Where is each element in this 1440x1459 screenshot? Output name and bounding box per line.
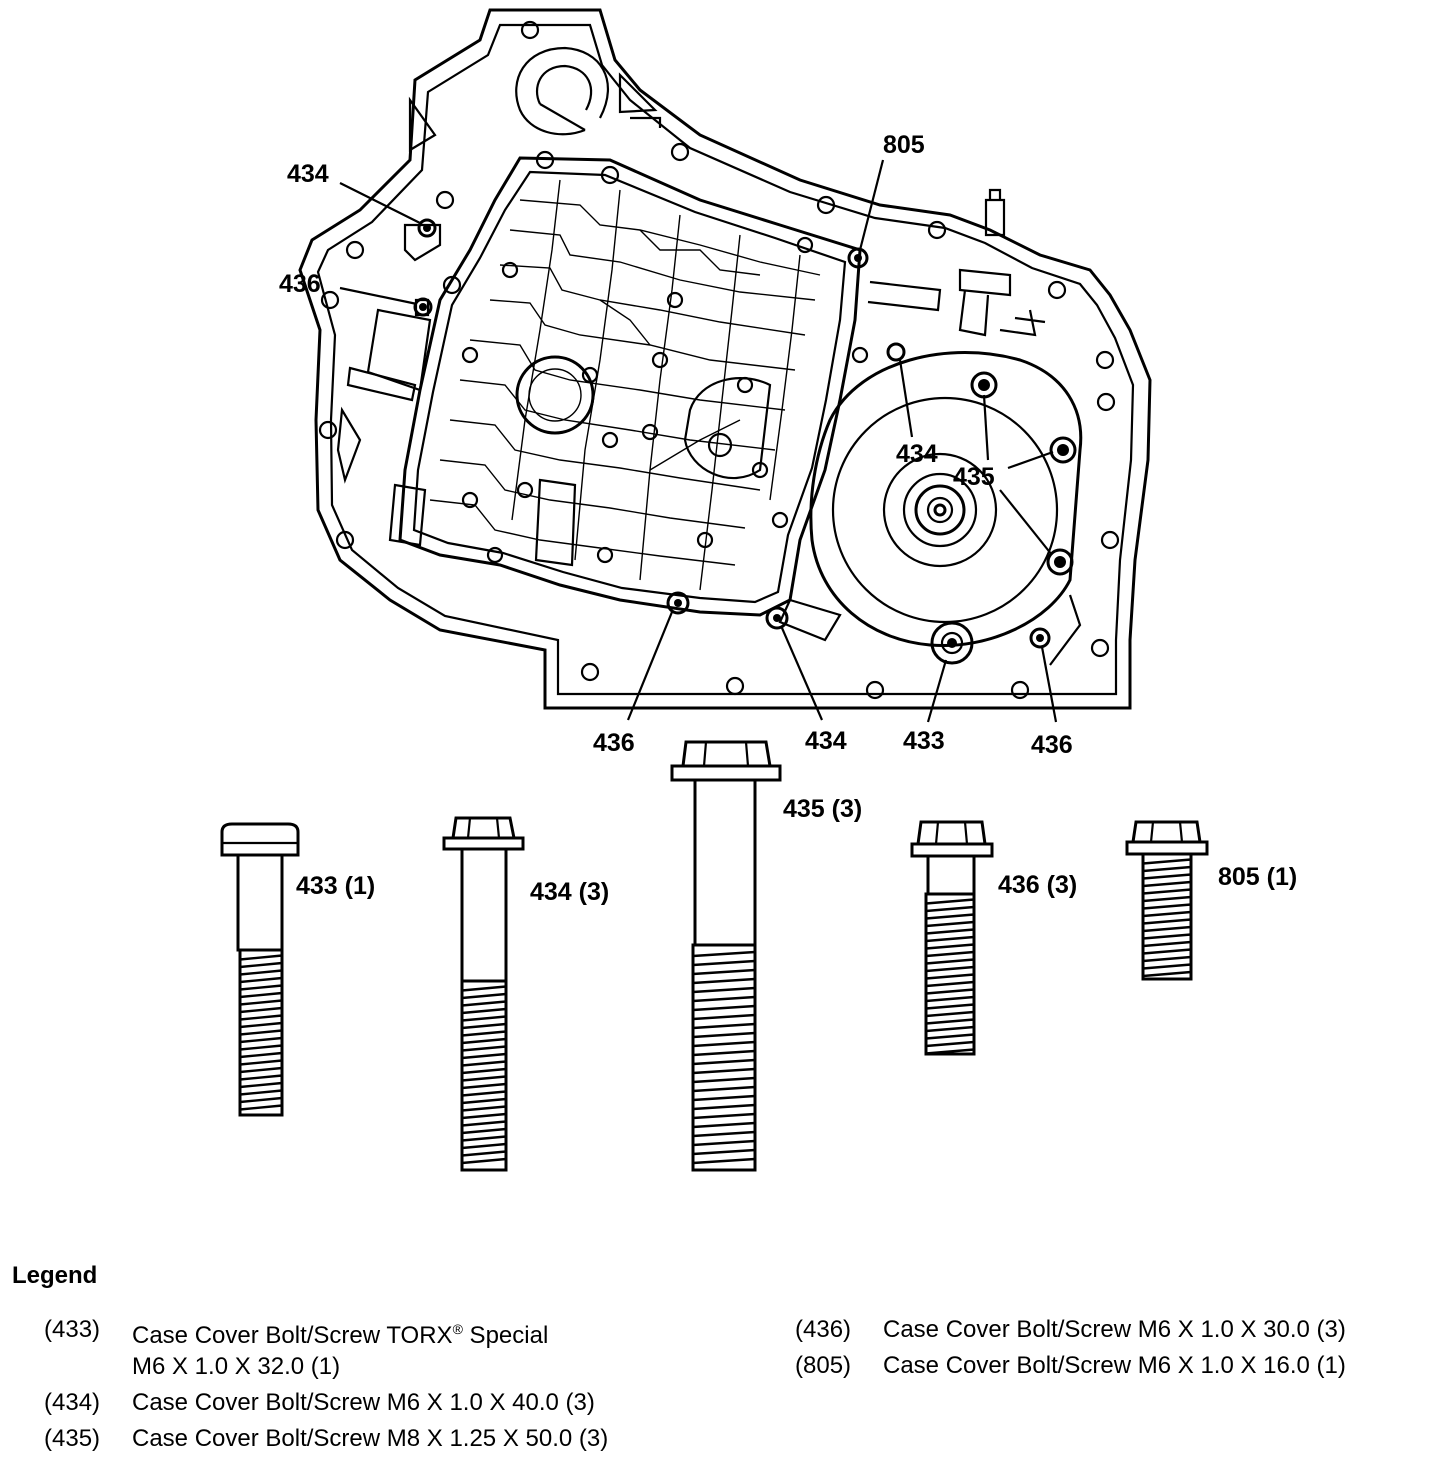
legend-item-number: (805) — [795, 1352, 852, 1379]
callout-436-bottom-right: 436 — [1031, 731, 1073, 759]
bolt-435-label: 435 (3) — [783, 795, 862, 823]
leader-lines — [339, 159, 1058, 723]
legend-item-number: (435) — [44, 1425, 101, 1452]
legend-item-number: (433) — [44, 1316, 101, 1343]
callout-433: 433 — [903, 727, 945, 755]
legend-item-436: (436) Case Cover Bolt/Screw M6 X 1.0 X 3… — [795, 1314, 1435, 1345]
legend-title: Legend — [12, 1262, 98, 1289]
legend-item-805: (805) Case Cover Bolt/Screw M6 X 1.0 X 1… — [795, 1350, 1435, 1381]
legend-item-text: Case Cover Bolt/Screw M6 X 1.0 X 40.0 (3… — [132, 1389, 595, 1416]
bolt-threads — [239, 858, 1192, 1165]
bolt-433-label: 433 (1) — [296, 872, 375, 900]
legend-item-number: (436) — [795, 1316, 852, 1343]
legend-column-right: (436) Case Cover Bolt/Screw M6 X 1.0 X 3… — [795, 1314, 1435, 1386]
legend-item-text: Case Cover Bolt/Screw M8 X 1.25 X 50.0 (… — [132, 1425, 609, 1452]
transmission-case-cover-diagram: 434 436 805 434 435 436 434 433 436 — [220, 8, 1297, 1172]
bolt-434-label: 434 (3) — [530, 878, 609, 906]
bolt-436-label: 436 (3) — [998, 871, 1077, 899]
bolt-435-drawing — [670, 740, 782, 1172]
bolt-433-drawing — [220, 822, 300, 1117]
bolt-805-label: 805 (1) — [1218, 863, 1297, 891]
legend-column-left: (433) Case Cover Bolt/Screw TORX® Specia… — [44, 1314, 764, 1459]
legend-item-435: (435) Case Cover Bolt/Screw M8 X 1.25 X … — [44, 1423, 764, 1454]
callout-436-bottom-left: 436 — [593, 729, 635, 757]
bolt-805-drawing — [1125, 820, 1209, 981]
legend-item-text: Case Cover Bolt/Screw M6 X 1.0 X 16.0 (1… — [883, 1352, 1346, 1379]
bolt-434-drawing — [442, 816, 525, 1172]
callout-434-upper-left: 434 — [287, 160, 329, 188]
legend-item-text: Case Cover Bolt/Screw TORX® Special M6 X… — [132, 1321, 549, 1380]
valve-body-plate — [398, 150, 869, 617]
legend-item-434: (434) Case Cover Bolt/Screw M6 X 1.0 X 4… — [44, 1387, 764, 1418]
bolt-holes — [413, 218, 1077, 665]
callout-436-upper-left: 436 — [279, 270, 321, 298]
bolt-436-drawing — [910, 820, 994, 1056]
callout-434-bottom: 434 — [805, 727, 847, 755]
legend-item-text: Case Cover Bolt/Screw M6 X 1.0 X 30.0 (3… — [883, 1316, 1346, 1343]
callout-435: 435 — [953, 463, 995, 491]
legend: Legend (433) Case Cover Bolt/Screw TORX®… — [0, 1262, 1440, 1452]
differential-cover — [778, 188, 1083, 666]
legend-item-433: (433) Case Cover Bolt/Screw TORX® Specia… — [44, 1314, 764, 1382]
callout-805: 805 — [883, 131, 925, 159]
callout-434-right: 434 — [896, 440, 938, 468]
legend-item-number: (434) — [44, 1389, 101, 1416]
